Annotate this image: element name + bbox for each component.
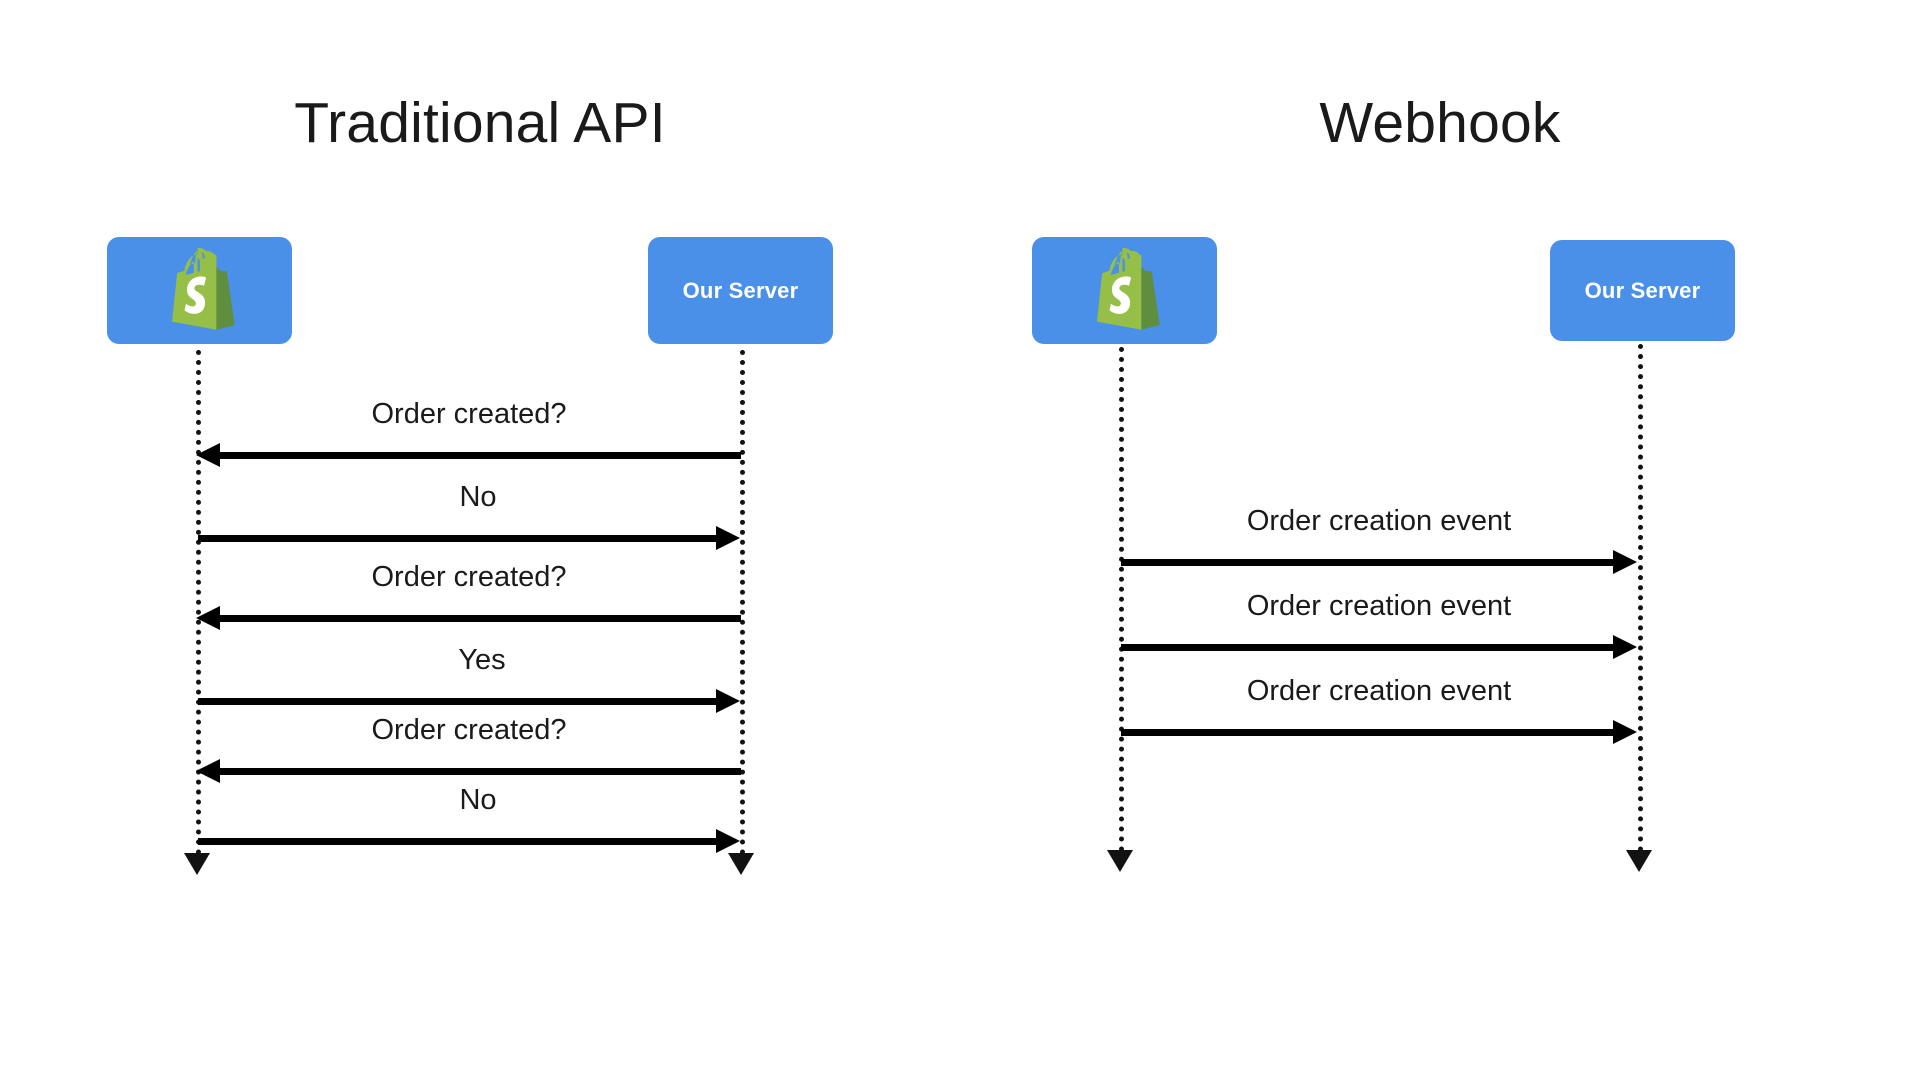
message-arrowhead-left	[196, 443, 220, 467]
lifeline-end-arrow-our-server-webhook	[1626, 850, 1652, 872]
message-line	[198, 535, 719, 542]
message-arrowhead-left	[196, 759, 220, 783]
message-label: Order creation event	[1246, 675, 1512, 707]
diagram-traditional-api: Traditional API Our Server Order created…	[107, 91, 833, 875]
lifeline-end-arrow-our-server-traditional	[728, 853, 754, 875]
message-arrowhead-right	[716, 526, 740, 550]
message-label: No	[459, 481, 497, 513]
lifeline-our-server-traditional	[740, 350, 745, 855]
message-arrowhead-right	[1613, 720, 1637, 744]
participant-label-our-server: Our Server	[682, 277, 799, 303]
message-line	[1121, 729, 1616, 736]
message-line	[1121, 559, 1616, 566]
message-label: Order created?	[371, 398, 567, 430]
participant-our-server-traditional: Our Server	[648, 237, 833, 344]
lifeline-end-arrow-shopify-webhook	[1107, 850, 1133, 872]
diagram-webhook: Webhook Our Server Order creation event	[960, 0, 1920, 1080]
shopify-bag-icon	[1088, 247, 1162, 334]
participant-shopify-traditional	[107, 237, 292, 344]
message-arrowhead-right	[1613, 635, 1637, 659]
message-label: Order creation event	[1246, 590, 1512, 622]
message-line	[1121, 644, 1616, 651]
lifeline-shopify-traditional	[196, 350, 201, 855]
message-label: Yes	[458, 644, 506, 676]
message-line	[198, 698, 719, 705]
participant-our-server-webhook: Our Server	[1550, 240, 1735, 341]
message-label: Order created?	[371, 561, 567, 593]
lifeline-our-server-webhook	[1638, 344, 1643, 852]
message-label: Order creation event	[1246, 505, 1512, 537]
message-label: Order created?	[371, 714, 567, 746]
lifeline-end-arrow-shopify-traditional	[184, 853, 210, 875]
message-line	[220, 615, 741, 622]
message-arrowhead-right	[716, 829, 740, 853]
diagram-title-webhook: Webhook	[1319, 91, 1561, 155]
shopify-bag-icon	[163, 247, 237, 334]
message-line	[198, 838, 719, 845]
message-line	[220, 768, 741, 775]
participant-label-our-server: Our Server	[1584, 277, 1701, 303]
participant-shopify-webhook	[1032, 237, 1217, 344]
message-label: No	[459, 784, 497, 816]
message-arrowhead-right	[1613, 550, 1637, 574]
message-line	[220, 452, 741, 459]
message-arrowhead-left	[196, 606, 220, 630]
message-arrowhead-right	[716, 689, 740, 713]
lifeline-shopify-webhook	[1119, 347, 1124, 852]
diagram-title-traditional-api: Traditional API	[294, 91, 666, 155]
